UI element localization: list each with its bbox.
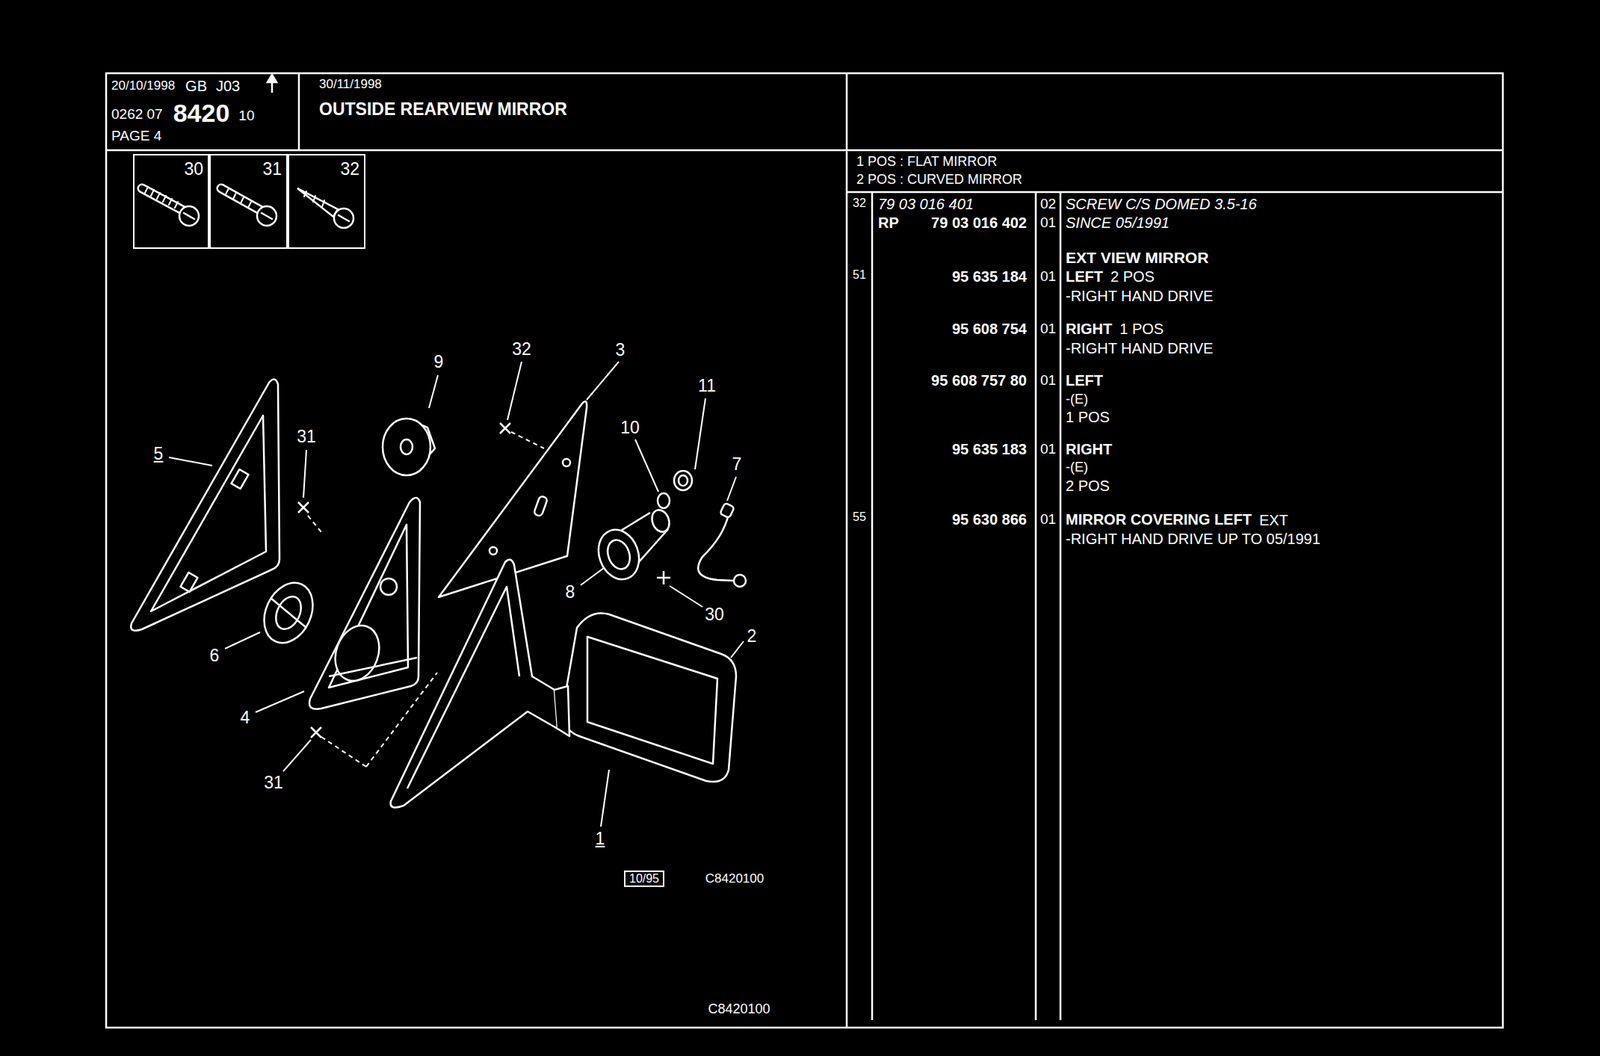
table-cell: 2 POS [1109,268,1157,286]
callout-number: 2 [745,626,759,646]
cell-text: 20/10/1998 [109,78,177,94]
callout-number: 3 [614,340,627,360]
callout-number: 5 [152,443,166,464]
cell-text: 30 [182,159,205,179]
table-cell: SCREW C/S DOMED 3.5-16 [1064,195,1259,213]
table-cell: 51 [851,268,868,282]
callout-number: 7 [730,454,744,474]
screw-box: 31 [209,153,288,249]
table-cell: 95 630 866 [950,511,1029,529]
table-cell: EXT VIEW MIRROR [1064,248,1210,267]
callout-number: 31 [262,772,285,793]
table-cell: 1 POS [1064,408,1112,426]
screw-box: 32 [287,153,366,249]
cell-text: 32 [338,159,361,179]
table-cell: 79 03 016 402 [929,214,1029,232]
callout-number: 11 [696,375,718,396]
table-cell: -(E) [1064,459,1090,476]
leader-lines [168,361,744,827]
table-cell: 01 [1038,268,1058,285]
header-cell: 20/10/1998 GB J03 0262 07 842010PAGE 4 [106,73,299,151]
table-cell: 79 03 016 401 [876,195,976,213]
screw-icons [141,186,354,228]
table-cell: LEFT [1064,268,1105,286]
table-cell: 1 POS [1117,320,1166,338]
table-cell: -RIGHT HAND DRIVE [1064,340,1215,358]
cell-text: J03 [214,77,242,95]
drawing-reference: 10/95 [624,870,665,888]
table-cell: 2 POS [1064,477,1112,495]
table-cell: -RIGHT HAND DRIVE [1064,287,1215,305]
title-cell: 30/11/1998OUTSIDE REARVIEW MIRROR [298,73,847,151]
legend-cell: 1 POS : FLAT MIRROR2 POS : CURVED MIRROR [846,150,1503,193]
cell-text: GB [183,77,209,95]
cell-text: 8420 [171,98,232,128]
table-cell: 95 635 183 [950,440,1029,459]
callout-number: 32 [510,339,533,359]
page-frame [106,73,1503,1028]
table-cell: 01 [1038,214,1058,231]
callout-number: 9 [432,351,446,372]
table-cell: 01 [1038,372,1058,389]
table-cell: RIGHT [1064,440,1114,459]
table-cell: 95 635 184 [950,268,1029,286]
table-cell: 02 [1038,195,1058,213]
table-cell: 01 [1038,320,1058,338]
page-title: OUTSIDE REARVIEW MIRROR [317,99,569,119]
table-cell: 55 [851,510,868,524]
table-cell: -(E) [1064,391,1090,408]
drawing-reference: C8420100 [703,871,766,887]
screw-positions [298,422,671,738]
cell-text: 30/11/1998 [317,76,384,92]
table-cell: EXT [1257,511,1290,530]
callout-number: 4 [239,707,252,728]
callout-number: 1 [594,828,607,849]
callout-number: 31 [295,426,318,447]
table-cell: MIRROR COVERING LEFT [1064,511,1254,529]
screw-box: 30 [133,153,210,249]
revision-arrow [267,74,277,93]
callout-number: 10 [618,417,642,438]
table-cell: 95 608 757 80 [929,372,1029,390]
table-cell: 01 [1038,440,1058,458]
table-cell: RP [876,214,901,232]
cell-text: 0262 07 [109,106,165,123]
cell-text: 31 [260,159,284,179]
mirror-exploded-view [130,378,746,808]
table-cell: RIGHT [1064,320,1114,338]
callout-number: 6 [208,645,222,666]
cell-text: PAGE 4 [109,127,163,145]
cell-text: 2 POS : CURVED MIRROR [854,171,1024,188]
table-cell: -RIGHT HAND DRIVE UP TO 05/1991 [1064,530,1322,548]
callout-number: 8 [564,582,577,602]
drawing-reference: C8420100 [706,1001,772,1018]
table-cell: 01 [1038,511,1058,528]
table-cell: LEFT [1064,372,1105,390]
cell-text: 10 [236,107,256,125]
callout-number: 30 [703,604,726,625]
cell-text: 1 POS : FLAT MIRROR [854,153,999,170]
table-cell: SINCE 05/1991 [1064,214,1172,232]
table-cell: 95 608 754 [950,320,1029,338]
table-cell: 32 [851,196,868,210]
